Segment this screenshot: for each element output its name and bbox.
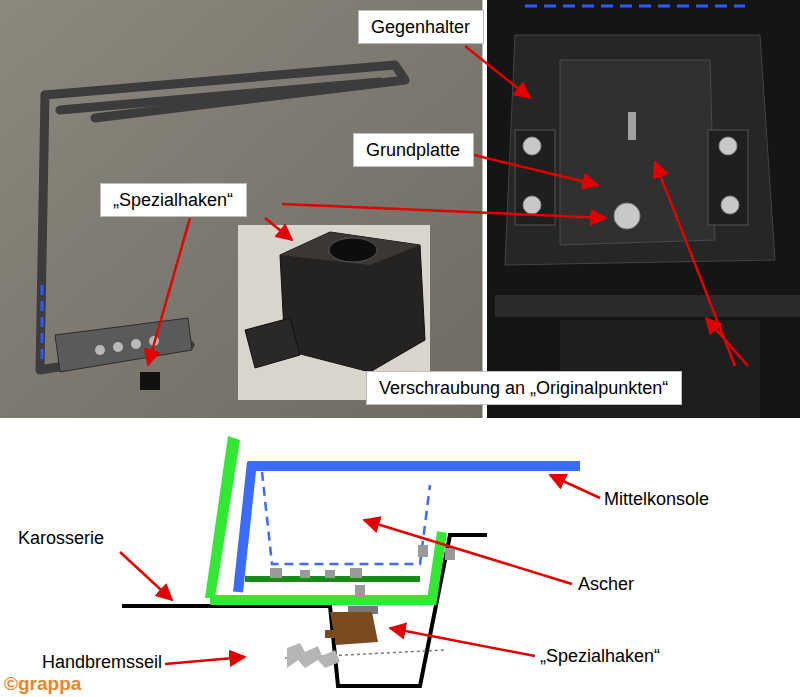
label-text: „Spezialhaken“	[113, 189, 258, 211]
part-label: Ascher	[578, 574, 634, 595]
leader-lines	[120, 475, 600, 664]
part-label: Mittelkonsole	[604, 489, 709, 510]
part-label: „Spezialhaken“	[540, 646, 660, 667]
label-box: Verschraubung an „Originalpunkten“	[366, 371, 682, 405]
part-label: Karosserie	[18, 528, 104, 549]
watermark: ©grappa	[4, 673, 81, 694]
screws	[95, 336, 159, 355]
bracket-plate	[55, 318, 192, 372]
label-text: Grundplatte	[366, 139, 485, 161]
label-text: Gegenhalter	[371, 16, 495, 38]
label-text: Verschraubung an „Originalpunkten“	[379, 377, 693, 399]
part-label: Handbremsseil	[42, 652, 162, 673]
label-box: Grundplatte	[353, 133, 474, 167]
console-photo	[487, 0, 800, 418]
label-box: Gegenhalter	[358, 10, 484, 44]
hook	[140, 372, 160, 390]
label-box: „Spezialhaken“	[100, 183, 247, 217]
schematic	[122, 436, 580, 686]
